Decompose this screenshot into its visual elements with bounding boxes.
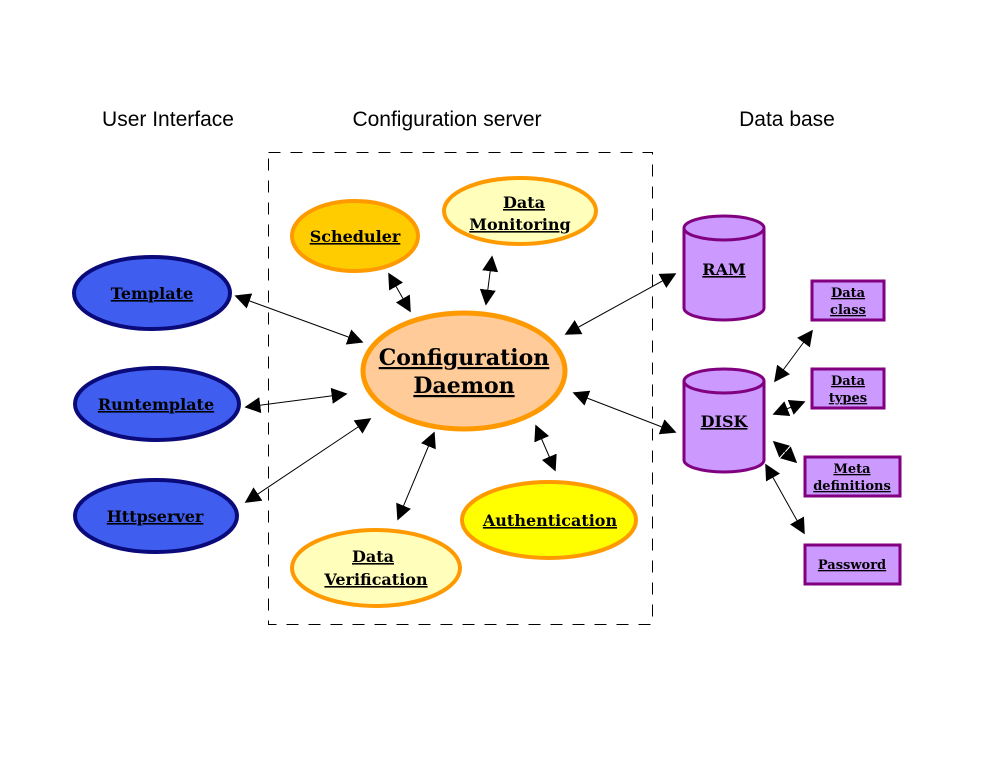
arrow-template-daemon	[234, 293, 364, 345]
disk-cylinder-top	[682, 367, 766, 395]
disk-item-password-label: Password	[818, 558, 886, 573]
arrow-runtemplate-daemon	[244, 387, 348, 414]
server-node-authentication-label: Authentication	[482, 511, 618, 530]
disk-cylinder-body	[682, 381, 766, 474]
storage-disk[interactable]: DISK	[682, 367, 766, 474]
disk-item-data-types-label-line1: Data	[831, 374, 866, 389]
arrow-authentication-daemon	[534, 424, 557, 472]
arrow-monitoring-daemon	[479, 255, 499, 306]
ui-node-template[interactable]: Template	[72, 255, 232, 331]
server-node-data-monitoring-label-line1: Data	[503, 193, 545, 212]
ui-node-httpserver[interactable]: Httpserver	[73, 478, 239, 554]
server-node-data-monitoring-shape	[442, 176, 598, 246]
server-node-configuration-daemon-shape	[360, 310, 568, 432]
arrow-disk-meta-definitions	[772, 440, 798, 464]
disk-item-meta-definitions-label-line2: definitions	[813, 479, 891, 494]
storage-ram[interactable]: RAM	[682, 214, 766, 322]
arrow-verification-daemon	[396, 431, 436, 521]
ui-node-template-label: Template	[111, 284, 193, 303]
ui-node-template-shape	[72, 255, 232, 331]
disk-item-meta-definitions-box	[803, 455, 902, 498]
disk-item-password-box	[803, 543, 902, 586]
disk-item-data-class-label-line1: Data	[831, 286, 866, 301]
ram-cylinder-body	[682, 228, 766, 322]
disk-item-password[interactable]: Password	[803, 543, 902, 586]
connections	[234, 255, 813, 535]
ram-cylinder-top	[682, 214, 766, 242]
arrow-httpserver-daemon	[244, 418, 372, 503]
arrow-daemon-disk	[572, 390, 677, 435]
section-title-configuration-server: Configuration server	[352, 108, 541, 131]
ui-node-httpserver-label: Httpserver	[107, 507, 204, 526]
disk-item-data-class-box	[810, 279, 886, 322]
disk-item-meta-definitions-label-line1: Meta	[833, 462, 871, 477]
arrow-scheduler-daemon	[388, 272, 411, 313]
ui-node-httpserver-shape	[73, 478, 239, 554]
storage-disk-label: DISK	[701, 412, 749, 431]
server-node-configuration-daemon-label-line1: Configuration	[379, 345, 550, 371]
arrow-disk-password	[765, 463, 805, 535]
disk-item-data-class[interactable]: Data class	[810, 279, 886, 322]
disk-item-meta-definitions[interactable]: Meta definitions	[803, 455, 902, 498]
arrow-disk-data-class	[774, 329, 813, 383]
disk-item-data-types-label-line2: types	[829, 391, 867, 406]
server-node-data-verification-label-line1: Data	[352, 547, 394, 566]
ui-node-runtemplate[interactable]: Runtemplate	[73, 366, 241, 442]
server-node-authentication-shape	[460, 480, 638, 560]
server-node-data-monitoring[interactable]: Data Monitoring	[442, 176, 598, 246]
server-node-data-verification[interactable]: Data Verification	[290, 528, 462, 608]
arrow-disk-data-types	[772, 399, 806, 417]
ui-node-runtemplate-shape	[73, 366, 241, 442]
storage-ram-label: RAM	[702, 260, 745, 279]
arrow-daemon-ram	[564, 273, 677, 335]
server-node-scheduler[interactable]: Scheduler	[290, 199, 420, 273]
server-node-configuration-daemon[interactable]: Configuration Daemon	[360, 310, 568, 432]
disk-item-data-types-box	[810, 367, 886, 410]
server-node-authentication[interactable]: Authentication	[460, 480, 638, 560]
ui-node-runtemplate-label: Runtemplate	[98, 395, 214, 414]
server-node-scheduler-label: Scheduler	[310, 227, 401, 246]
disk-item-data-types[interactable]: Data types	[810, 367, 886, 410]
section-title-user-interface: User Interface	[102, 108, 234, 131]
server-node-scheduler-shape	[290, 199, 420, 273]
section-title-data-base: Data base	[739, 108, 835, 131]
server-node-data-verification-label-line2: Verification	[323, 570, 428, 589]
server-node-data-monitoring-label-line2: Monitoring	[469, 215, 570, 234]
server-node-configuration-daemon-label-line2: Daemon	[413, 373, 514, 399]
server-node-data-verification-shape	[290, 528, 462, 608]
disk-item-data-class-label-line2: class	[830, 303, 866, 318]
